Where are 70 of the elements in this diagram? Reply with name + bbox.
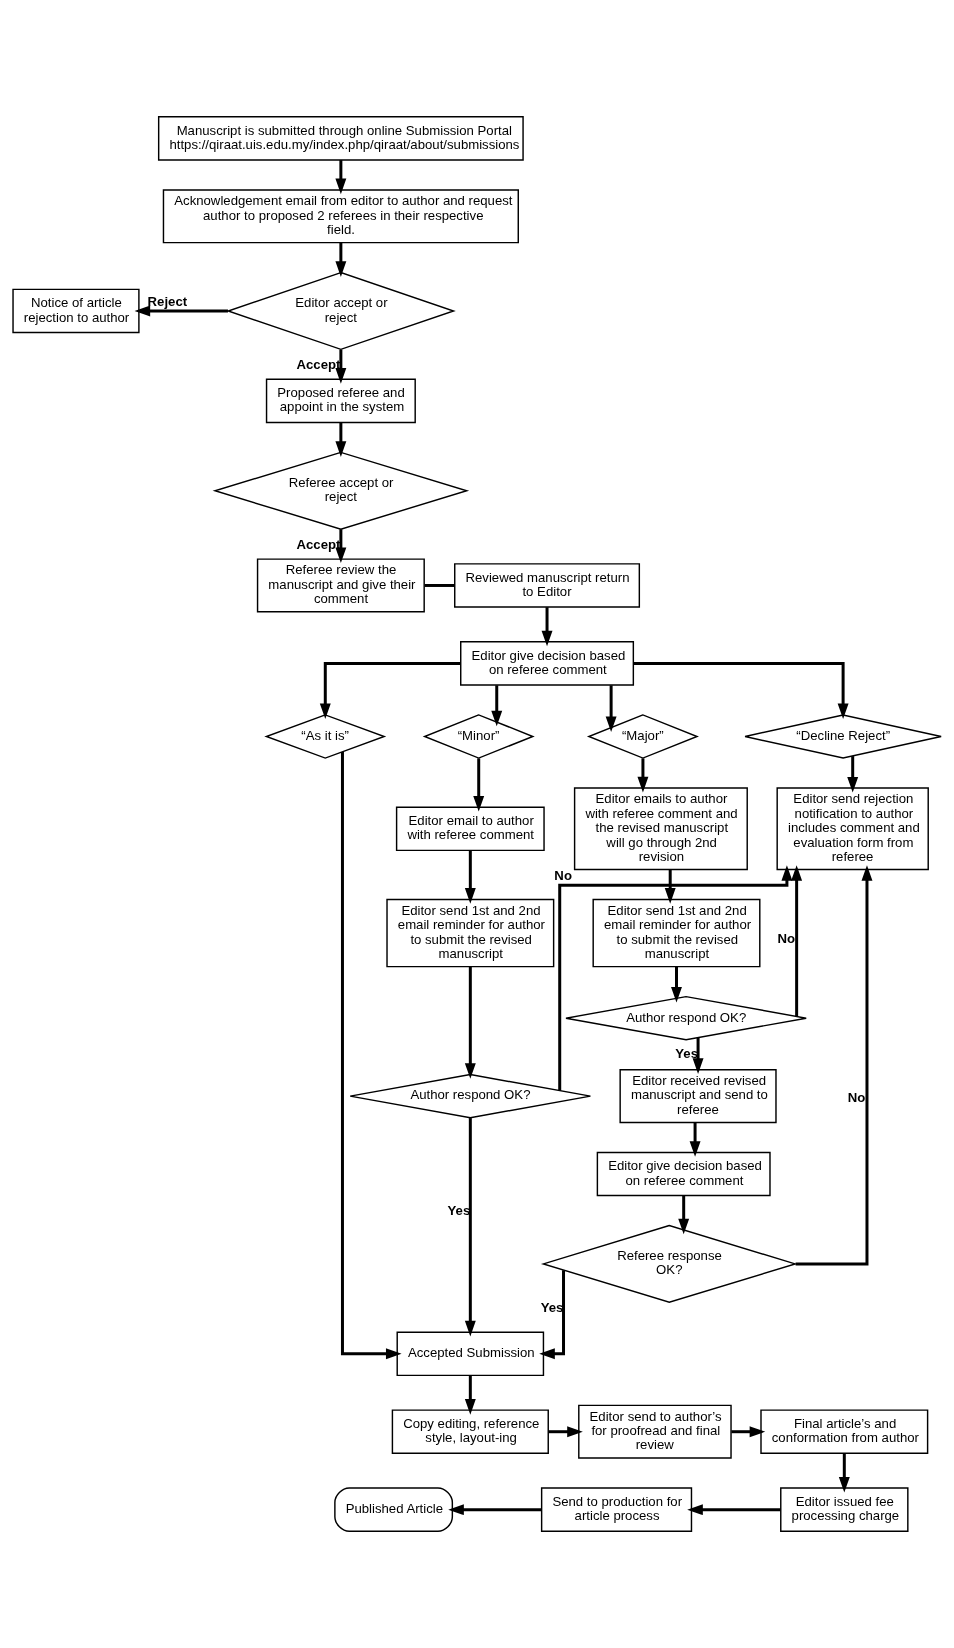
arrow <box>134 305 228 317</box>
arrow <box>664 870 676 904</box>
arrow <box>689 1122 701 1157</box>
node-diamond: “Decline Reject” <box>744 714 942 759</box>
node-box: Editor received revised manuscript and send to referee <box>619 1069 777 1124</box>
arrow <box>633 661 849 720</box>
arrow <box>464 966 476 1079</box>
arrow <box>791 865 803 1017</box>
arrow <box>335 349 347 384</box>
node-diamond: “As it is” <box>264 714 387 759</box>
node-box: Editor send 1st and 2nd email reminder for author to submit the revised manuscript <box>386 898 555 968</box>
arrow <box>692 1037 704 1074</box>
arrow <box>473 758 485 812</box>
arrow <box>558 865 793 1091</box>
node-box: Reviewed manuscript return to Editor <box>454 563 641 608</box>
edge-label: No <box>554 868 572 884</box>
node-diamond: Referee response OK? <box>540 1224 798 1303</box>
node-box: Editor give decision based on referee comment <box>460 641 635 686</box>
node-box: Editor email to author with referee comment <box>395 806 545 852</box>
arrow <box>795 865 873 1266</box>
node-box: Send to production for article process <box>540 1487 693 1532</box>
node-box: Proposed referee and appoint in the system <box>265 378 416 424</box>
node-box: Notice of article rejection to author <box>12 288 140 334</box>
arrow <box>838 1453 850 1493</box>
arrow <box>464 1375 476 1415</box>
node-diamond: Author respond OK? <box>565 995 807 1041</box>
arrow <box>340 752 402 1360</box>
arrow <box>335 242 347 277</box>
node-box: Editor send to author’s for proofread and final review <box>578 1404 732 1459</box>
arrow <box>464 850 476 904</box>
node-box: Editor give decision based on referee comment <box>596 1151 771 1197</box>
node-diamond: Referee accept or reject <box>212 451 470 530</box>
node-box: Copy editing, reference style, layout-ing <box>391 1409 549 1454</box>
arrow <box>335 529 347 564</box>
edge-label: Yes <box>447 1203 471 1219</box>
node-box: Published Article <box>334 1487 454 1532</box>
arrow <box>464 1118 476 1337</box>
node-box: Manuscript is submitted through online Submission Portal https://qiraat.uis.edu.my/index.php/qiraat/about/submissions <box>157 116 524 161</box>
node-box: Referee review the manuscript and give their comment <box>256 558 425 613</box>
edge-label: Yes <box>675 1046 699 1062</box>
node-box: Editor send rejection notification to author includes comment and evaluation form from referee <box>776 787 929 871</box>
arrow <box>548 1426 583 1438</box>
arrow <box>605 685 617 733</box>
arrow <box>335 422 347 457</box>
arrow <box>687 1504 781 1516</box>
arrow <box>637 758 649 793</box>
arrow <box>491 685 503 727</box>
edge-label: No <box>847 1090 866 1106</box>
node-diamond: Editor accept or reject <box>225 271 456 351</box>
arrow <box>541 607 553 647</box>
edge-label: No <box>777 930 796 946</box>
arrow <box>448 1504 542 1516</box>
arrow <box>335 160 347 195</box>
node-box: Final article’s and conformation from author <box>760 1409 929 1454</box>
arrow <box>731 1426 766 1438</box>
node-box: Acknowledgement email from editor to author and request author to proposed 2 referees in their respective field. <box>162 189 519 244</box>
arrow <box>678 1195 690 1235</box>
node-box: Editor emails to author with referee comment and the revised manuscript will go through 2nd revision <box>573 787 748 871</box>
arrow <box>847 756 859 793</box>
connector <box>424 583 455 587</box>
node-diamond: “Minor” <box>422 714 535 759</box>
node-box: Editor send 1st and 2nd email reminder for author to submit the revised manuscript <box>592 898 761 968</box>
edge-label: Yes <box>540 1300 564 1316</box>
edge-label: Reject <box>147 293 188 309</box>
node-diamond: Author respond OK? <box>349 1073 592 1119</box>
node-box: Editor issued fee processing charge <box>780 1487 909 1532</box>
node-box: Accepted Submission <box>396 1331 545 1377</box>
arrow <box>319 661 461 720</box>
arrow <box>539 1270 565 1360</box>
arrow <box>671 966 682 1003</box>
